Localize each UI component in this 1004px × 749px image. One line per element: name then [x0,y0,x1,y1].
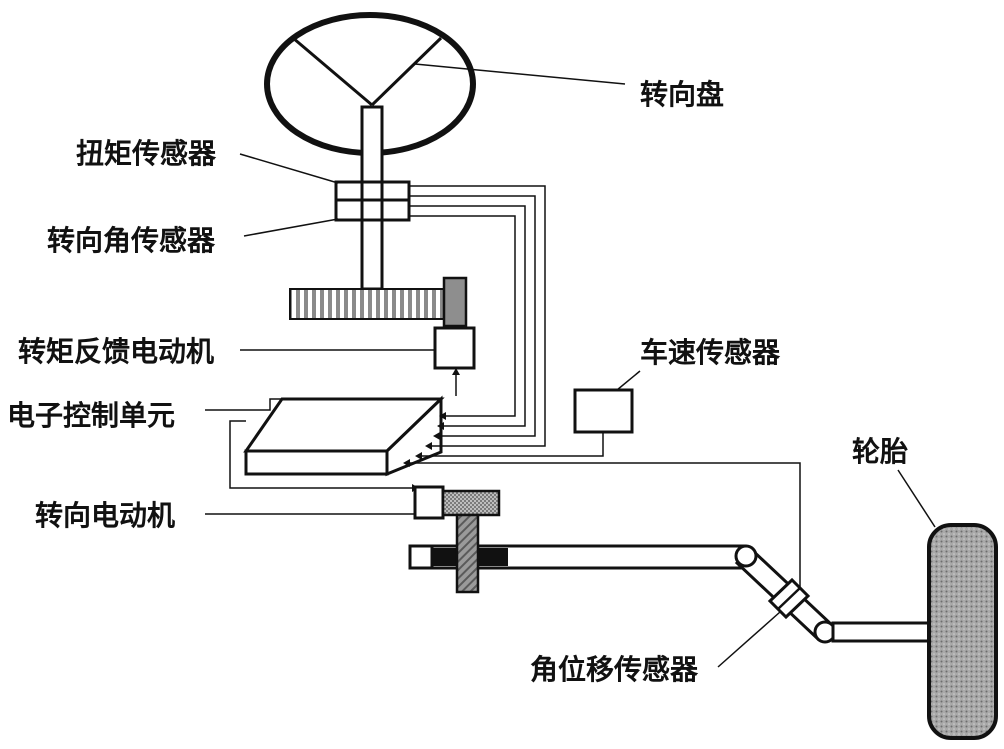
angular-displacement-sensor-leader [717,611,781,668]
tire [927,523,998,740]
steering-angle-sensor-label: 转向角传感器 [47,224,216,257]
vehicle-speed-sensor-label: 车速传感器 [640,336,781,369]
angular-displacement-sensor [767,577,811,620]
vehicle-speed-sensor [573,388,634,434]
angular-displacement-sensor-label: 角位移传感器 [530,653,699,686]
upper-rack [289,288,445,320]
torque-sensor-label: 扭矩传感器 [76,137,217,170]
tie-rod [734,544,932,644]
ecu-label: 电子控制单元 [7,399,175,432]
steering-angle-sensor [334,198,411,222]
torque-feedback-motor-label: 转矩反馈电动机 [18,335,214,368]
steering-pinion [455,513,480,594]
torque-sensor-leader [239,153,339,184]
ecu-leader [205,398,282,411]
tire-label: 轮胎 [852,435,908,468]
torque-sensor [334,180,411,202]
electronic-control-unit [243,395,445,477]
steering-wheel-label: 转向盘 [640,78,724,111]
feedback-motor-pinion [442,276,468,328]
steering-wheel-leader [414,63,626,85]
signal-wires [229,185,801,588]
steering-motor-gear [441,489,501,517]
steering-motor-label: 转向电动机 [35,499,175,532]
vehicle-speed-sensor-leader [616,370,641,391]
steering-angle-sensor-leader [243,218,339,237]
torque-feedback-motor [433,326,476,370]
tire-leader [897,469,936,528]
signal-arrowheads [403,412,446,492]
steering-motor [413,485,445,520]
